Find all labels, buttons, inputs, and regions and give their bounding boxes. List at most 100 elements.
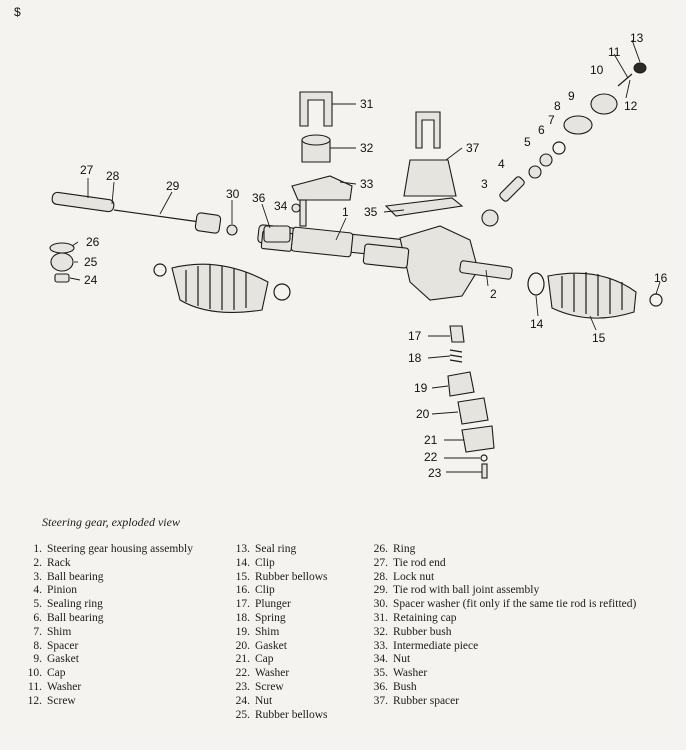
legend-item: 14. Clip (230, 557, 328, 571)
legend-item: 34. Nut (368, 653, 636, 667)
callout-14: 14 (530, 317, 544, 331)
legend-item-text: Clip (255, 556, 275, 569)
legend-item-number: 14. (235, 556, 250, 569)
legend-item-number: 19. (235, 625, 250, 638)
legend-item-text: Screw (255, 680, 284, 693)
legend-item-text: Spring (255, 611, 286, 624)
legend-item: 22.Washer (230, 667, 328, 681)
legend-item: 16.Clip (230, 584, 328, 598)
legend-item-number: 23. (235, 680, 250, 693)
callout-21: 21 (424, 433, 438, 447)
callout-18: 18 (408, 351, 422, 365)
legend-item: 12. Screw (22, 695, 193, 709)
legend-item: 1.Steering gear housing assembly (22, 543, 193, 557)
callout-22: 22 (424, 450, 438, 464)
legend-item: 3.Ball bearing (22, 571, 193, 585)
callout-26: 26 (86, 235, 100, 249)
callout-36: 36 (252, 191, 266, 205)
stray-mark: $ (14, 5, 21, 19)
legend-item-number: 13. (235, 543, 250, 555)
legend-item: 29.Tie rod with ball joint assembly (368, 584, 636, 598)
legend-item-number: 29. (373, 584, 388, 597)
callout-25: 25 (84, 255, 98, 269)
legend-item-text: Nut (393, 653, 411, 666)
legend-item-text: Clip (255, 584, 275, 597)
legend-item-number: 35. (373, 667, 388, 680)
legend-item-text: Nut (255, 694, 273, 707)
callout-35: 35 (364, 205, 378, 219)
legend-item-number: 37. (373, 694, 388, 707)
callout-labels: 1 2 3 4 5 6 7 8 9 10 11 12 13 14 15 16 1… (80, 31, 668, 480)
legend-item-number: 18. (235, 611, 250, 624)
callout-17: 17 (408, 329, 422, 343)
housing-assembly (257, 224, 513, 301)
callout-11: 11 (608, 45, 621, 59)
legend-item-number: 9. (33, 653, 42, 666)
exploded-view-diagram: $ (14, 5, 668, 480)
callout-12: 12 (624, 99, 638, 113)
legend-item-text: Rubber bush (393, 625, 452, 638)
callout-20: 20 (416, 407, 430, 421)
legend-item: 27.Tie rod end (368, 557, 636, 571)
legend-item-text: Spacer washer (fit only if the same tie … (393, 598, 637, 611)
legend-item-text: Screw (47, 694, 76, 707)
legend-item-number: 36. (373, 680, 388, 693)
callout-23: 23 (428, 466, 442, 480)
plunger-stack (447, 325, 495, 479)
callout-9: 9 (568, 89, 575, 103)
callout-6: 6 (538, 123, 545, 137)
legend-item-text: Seal ring (255, 543, 297, 555)
legend-item: 2.Rack (22, 557, 193, 571)
legend-item-number: 10. (27, 667, 42, 680)
legend-item-number: 22. (235, 667, 250, 680)
legend-item: 10. Cap (22, 667, 193, 681)
callout-7: 7 (548, 113, 555, 127)
callout-leaders (69, 39, 661, 473)
legend-item-number: 34. (373, 653, 388, 666)
legend-item-text: Gasket (47, 653, 79, 666)
legend-item-number: 12. (27, 694, 42, 707)
callout-34: 34 (274, 199, 288, 213)
legend-item: 18. Spring (230, 612, 328, 626)
legend-item: 23. Screw (230, 681, 328, 695)
legend-item-text: Sealing ring (47, 598, 103, 611)
callout-2: 2 (490, 287, 497, 301)
legend-item-text: Rubber spacer (393, 694, 460, 707)
legend-item-number: 26. (373, 543, 388, 555)
tie-rod-assembly (49, 191, 238, 283)
legend-item-text: Cap (47, 667, 66, 680)
legend-item-text: Shim (255, 625, 280, 638)
legend-item-text: Retaining cap (393, 611, 457, 624)
figure-caption: Steering gear, exploded view (42, 515, 180, 529)
callout-32: 32 (360, 141, 374, 155)
legend-item: 37. Rubber spacer (368, 695, 636, 709)
legend-item-number: 33. (373, 639, 388, 652)
callout-24: 24 (84, 273, 98, 287)
legend-item-number: 11. (28, 680, 42, 693)
bellows-right (527, 272, 663, 319)
legend-item-number: 31. (373, 611, 388, 624)
legend-item-text: Lock nut (393, 570, 435, 583)
legend-item-number: 6. (33, 611, 42, 624)
legend-item: 19. Shim (230, 626, 328, 640)
legend-item: 30.Spacer washer (fit only if the same t… (368, 598, 637, 612)
legend-item-number: 32. (373, 625, 388, 638)
legend-item: 11.Washer (22, 681, 193, 695)
bellows-left (153, 263, 291, 314)
legend-item-text: Bush (393, 680, 417, 693)
callout-33: 33 (360, 177, 374, 191)
callout-8: 8 (554, 99, 561, 113)
legend-item-number: 7. (33, 625, 42, 638)
callout-3: 3 (481, 177, 488, 191)
legend-item-number: 25. (235, 708, 250, 721)
legend-item-text: Ball bearing (47, 611, 104, 624)
callout-29: 29 (166, 179, 180, 193)
legend-item-number: 17. (235, 598, 250, 611)
legend-item: 26.Ring (368, 543, 636, 557)
legend-item: 25.Rubber bellows (230, 709, 328, 723)
legend-item-number: 5. (33, 598, 42, 611)
legend-item-text: Cap (255, 653, 274, 666)
legend-item: 13. Seal ring (230, 543, 328, 557)
legend-item: 33.Intermediate piece (368, 640, 636, 654)
